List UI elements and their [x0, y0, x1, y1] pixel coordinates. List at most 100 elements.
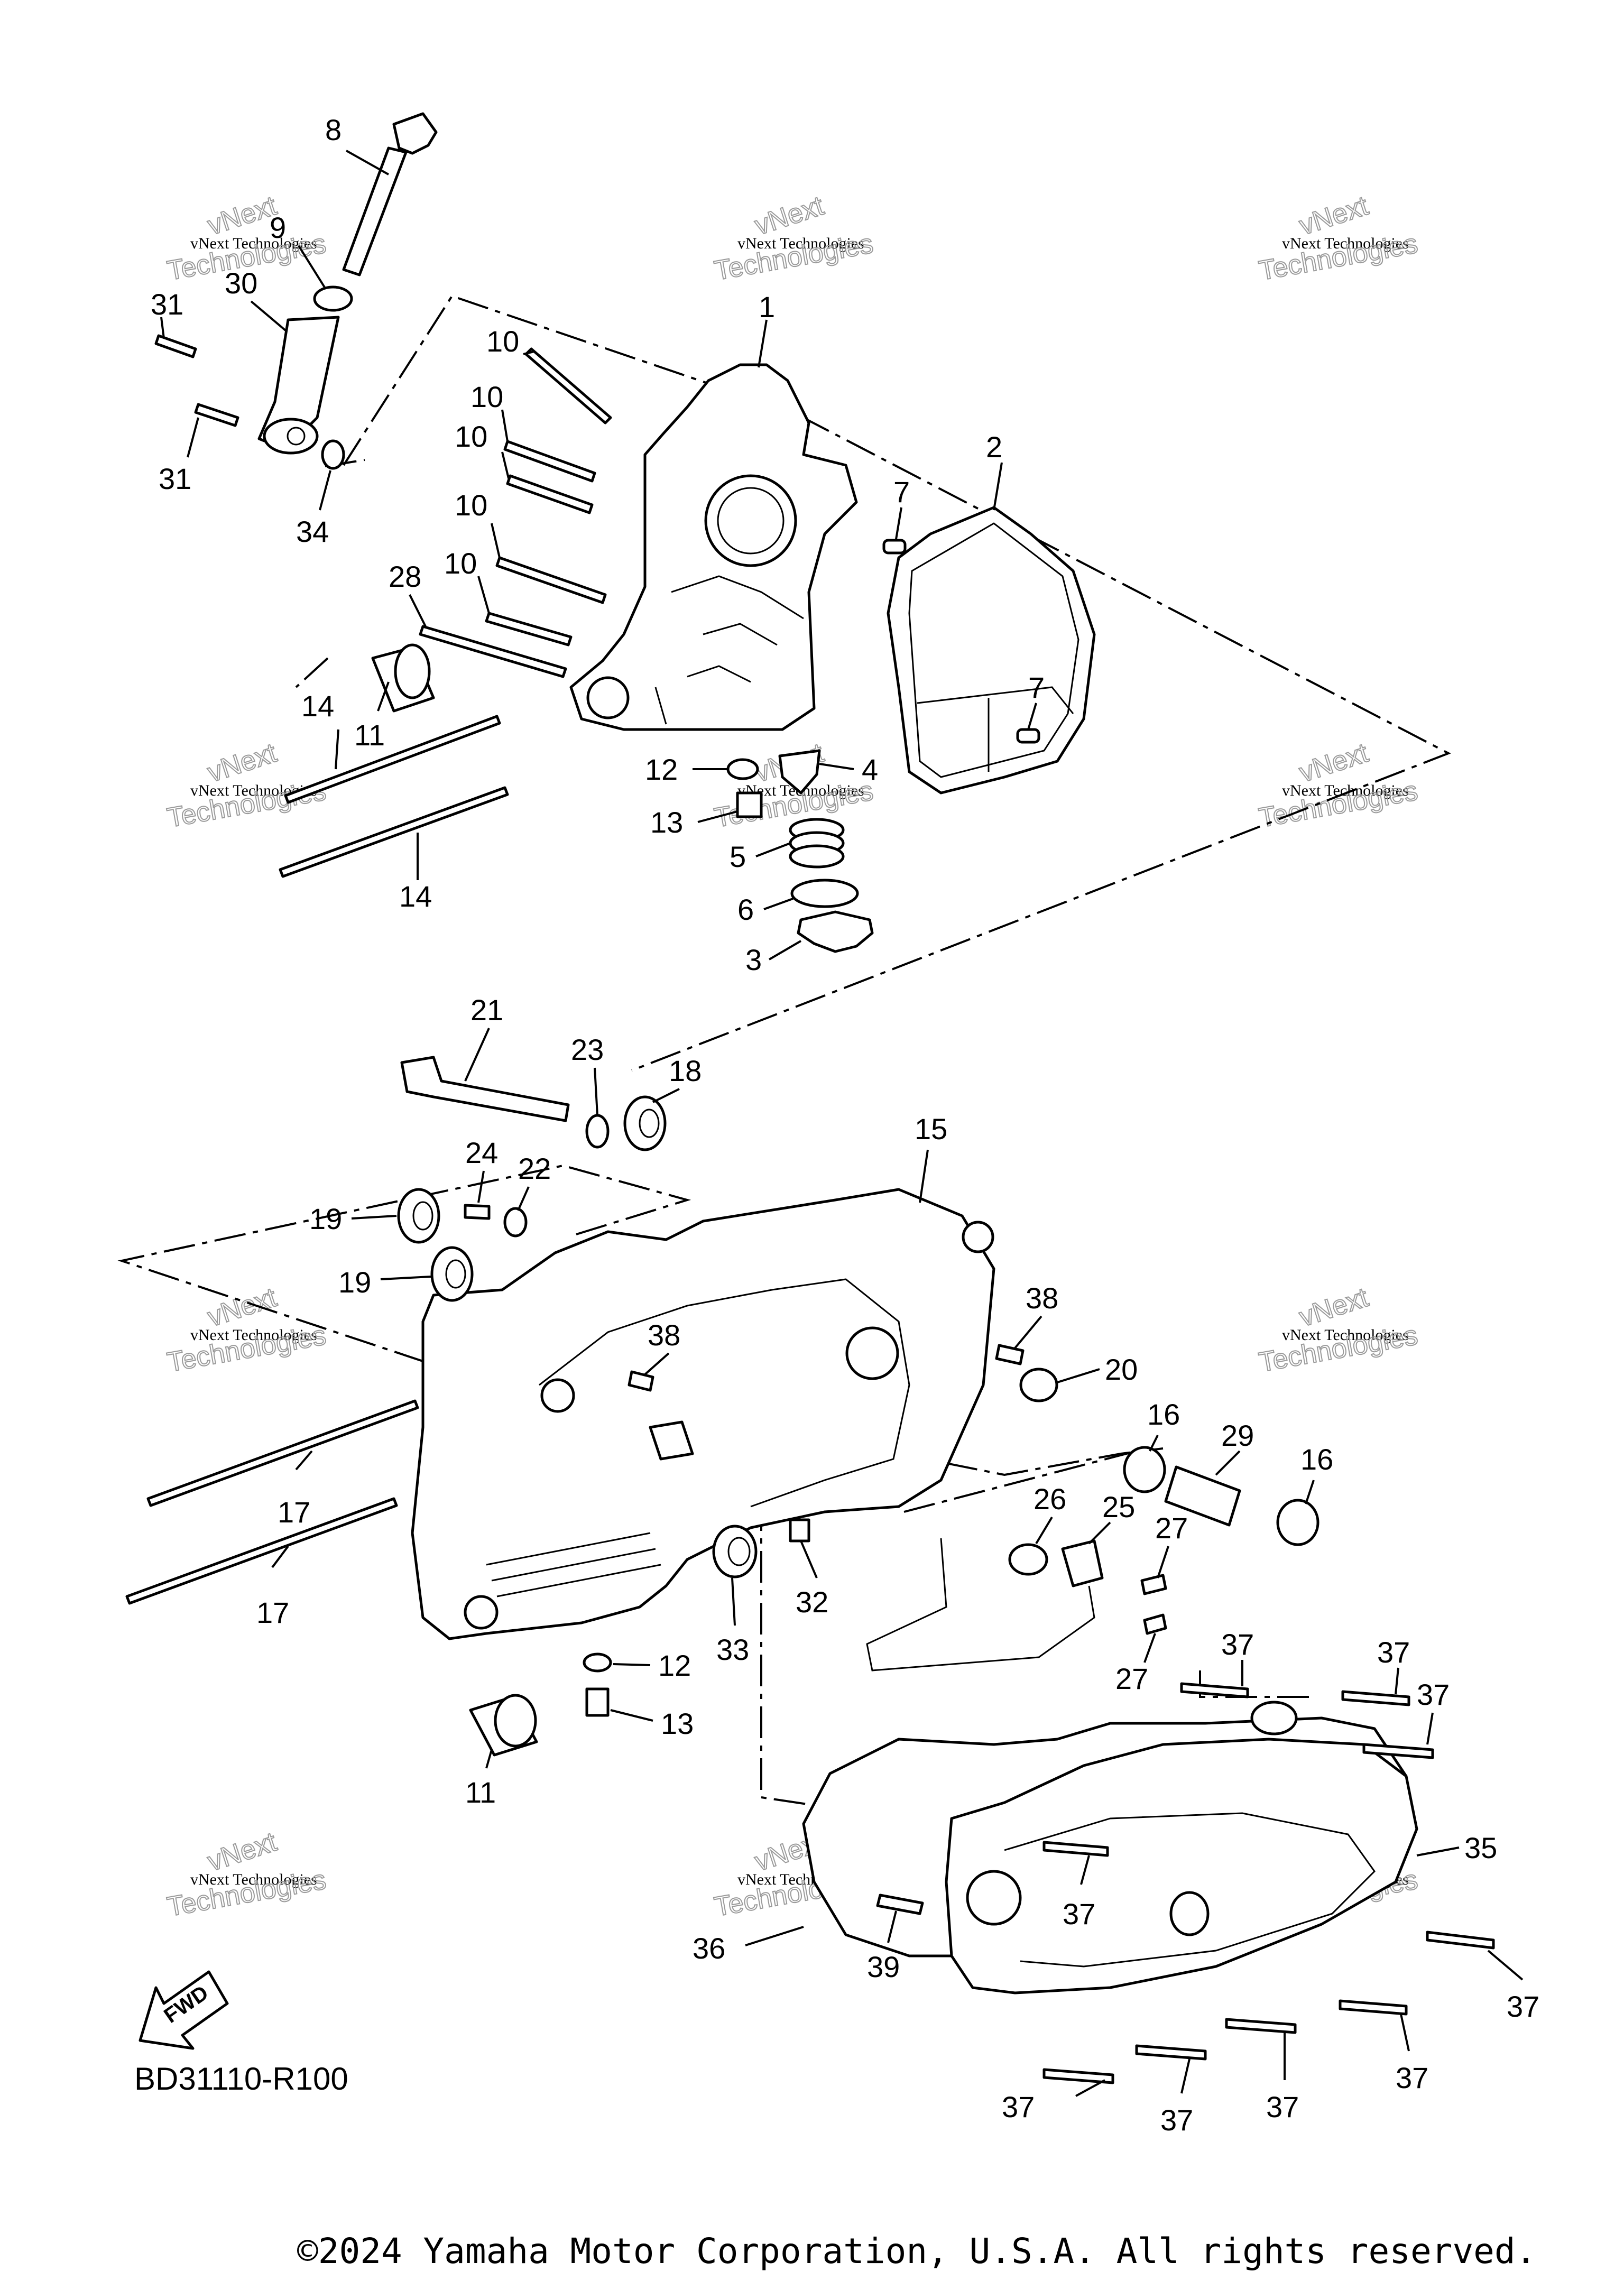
leader-1	[758, 319, 768, 368]
leader-37b	[1395, 1667, 1399, 1695]
bolt-part-10	[524, 347, 612, 424]
oring-part-9	[313, 285, 353, 312]
seal-part-33	[712, 1525, 758, 1578]
leader-37c	[1426, 1712, 1434, 1745]
callout-28: 28	[389, 560, 421, 593]
watermark-text: vNext Technologies	[737, 235, 864, 252]
callout-24: 24	[465, 1136, 498, 1169]
assembly-line-middle	[117, 1164, 691, 1365]
stud-part-14	[284, 715, 501, 804]
callout-37e: 37	[1507, 1990, 1539, 2023]
callout-6: 6	[737, 893, 754, 926]
leader-12b	[613, 1663, 651, 1666]
leader-33	[731, 1577, 736, 1626]
oring-part-6	[790, 879, 859, 908]
bolt-part-37	[1225, 2018, 1297, 2034]
bolt-part-13	[585, 1687, 610, 1717]
filler-tube-port	[287, 427, 306, 446]
callout-14b: 14	[399, 880, 432, 913]
callout-37g: 37	[1266, 2090, 1299, 2123]
collar-part-16	[1276, 1499, 1320, 1546]
watermark-ghost: vNext	[751, 190, 828, 241]
shaft-part-21	[400, 1056, 570, 1122]
callout-18: 18	[669, 1054, 702, 1087]
watermark-text: vNext Technologies	[190, 1871, 317, 1888]
gasket-inner-outline	[908, 522, 1079, 778]
dowel-pin-part-39	[876, 1894, 924, 1915]
leader-30	[250, 300, 287, 331]
leader-38a	[1014, 1315, 1042, 1349]
callout-25: 25	[1102, 1490, 1135, 1523]
leader-37d	[1080, 1855, 1090, 1885]
crankcase-part-15	[411, 1188, 995, 1640]
leader-21	[464, 1028, 490, 1082]
leader-10a	[523, 350, 534, 355]
cover-boss	[1169, 1891, 1210, 1936]
leader-9	[298, 245, 326, 289]
leader-10c	[501, 451, 510, 479]
bolt-part-37	[1426, 1931, 1495, 1950]
callout-16a: 16	[1147, 1398, 1180, 1431]
callout-13a: 13	[650, 806, 683, 839]
crankcase-inner-web	[539, 1278, 910, 1508]
oil-seal-part-19	[430, 1246, 474, 1302]
watermark-ghost: vNext	[1296, 737, 1372, 788]
callout-34: 34	[296, 515, 329, 548]
gasket-part-2	[887, 506, 1096, 795]
spring-coil	[789, 844, 845, 869]
bolt-part-27	[1143, 1613, 1167, 1635]
leader-16b	[1305, 1480, 1315, 1504]
callout-37b: 37	[1377, 1636, 1410, 1669]
callout-32: 32	[796, 1585, 828, 1619]
crankcase-fins	[486, 1532, 661, 1598]
leader-19b	[380, 1276, 431, 1280]
diagram-code: BD31110-R100	[134, 2061, 348, 2097]
crankcase-boss	[464, 1595, 499, 1630]
callout-17b: 17	[256, 1596, 289, 1629]
leader-16a	[1149, 1435, 1159, 1452]
bearing-inner	[639, 1109, 660, 1138]
bolt-part-37	[1339, 1999, 1408, 2016]
watermark: vNext vNext Technologies Technologies	[164, 737, 329, 834]
crankcase-bore-small	[962, 1221, 994, 1253]
bolt-part-13	[736, 791, 763, 818]
bolt-part-37	[1042, 2068, 1114, 2084]
leader-37i	[1075, 2079, 1105, 2097]
callout-8: 8	[325, 113, 342, 146]
leader-22	[517, 1186, 530, 1211]
seal-part-20	[1019, 1368, 1058, 1402]
stud-part-14	[279, 786, 509, 878]
stud-part-17	[146, 1399, 419, 1507]
cover-contour	[1004, 1812, 1376, 1968]
collar-end	[494, 1694, 537, 1748]
washer-part-12	[583, 1652, 612, 1673]
callout-9: 9	[270, 211, 286, 244]
bolt-part-10	[503, 440, 596, 483]
crankcase-cover-bore-inner	[717, 487, 785, 555]
cover-plug	[966, 1870, 1022, 1926]
watermark-ghost: vNext	[204, 1282, 281, 1333]
leader-13a	[697, 810, 738, 823]
watermark: vNext vNext Technologies Technologies	[1256, 1281, 1420, 1379]
leader-4	[819, 763, 854, 770]
dowel-pin-part-7	[882, 539, 907, 555]
filler-tube-flange	[263, 418, 319, 455]
fwd-arrow-shape	[139, 1970, 229, 2050]
callout-2: 2	[986, 430, 1002, 464]
leader-38b	[644, 1352, 670, 1375]
oring-part-26	[1008, 1543, 1048, 1576]
callout-12a: 12	[645, 753, 678, 786]
bolt-part-24	[464, 1204, 491, 1220]
dipstick-shaft	[342, 146, 408, 276]
leader-7a	[895, 507, 902, 540]
callout-4: 4	[862, 753, 878, 786]
callout-7b: 7	[1028, 671, 1045, 704]
callout-13b: 13	[661, 1707, 694, 1740]
washer-part-22	[503, 1207, 528, 1238]
bolt-part-37	[1362, 1743, 1434, 1759]
leader-11a	[377, 681, 390, 712]
callout-10e: 10	[444, 547, 477, 580]
leader-20	[1057, 1368, 1100, 1383]
plug-part-3	[797, 910, 874, 953]
watermark-text: vNext Technologies	[1282, 782, 1409, 799]
